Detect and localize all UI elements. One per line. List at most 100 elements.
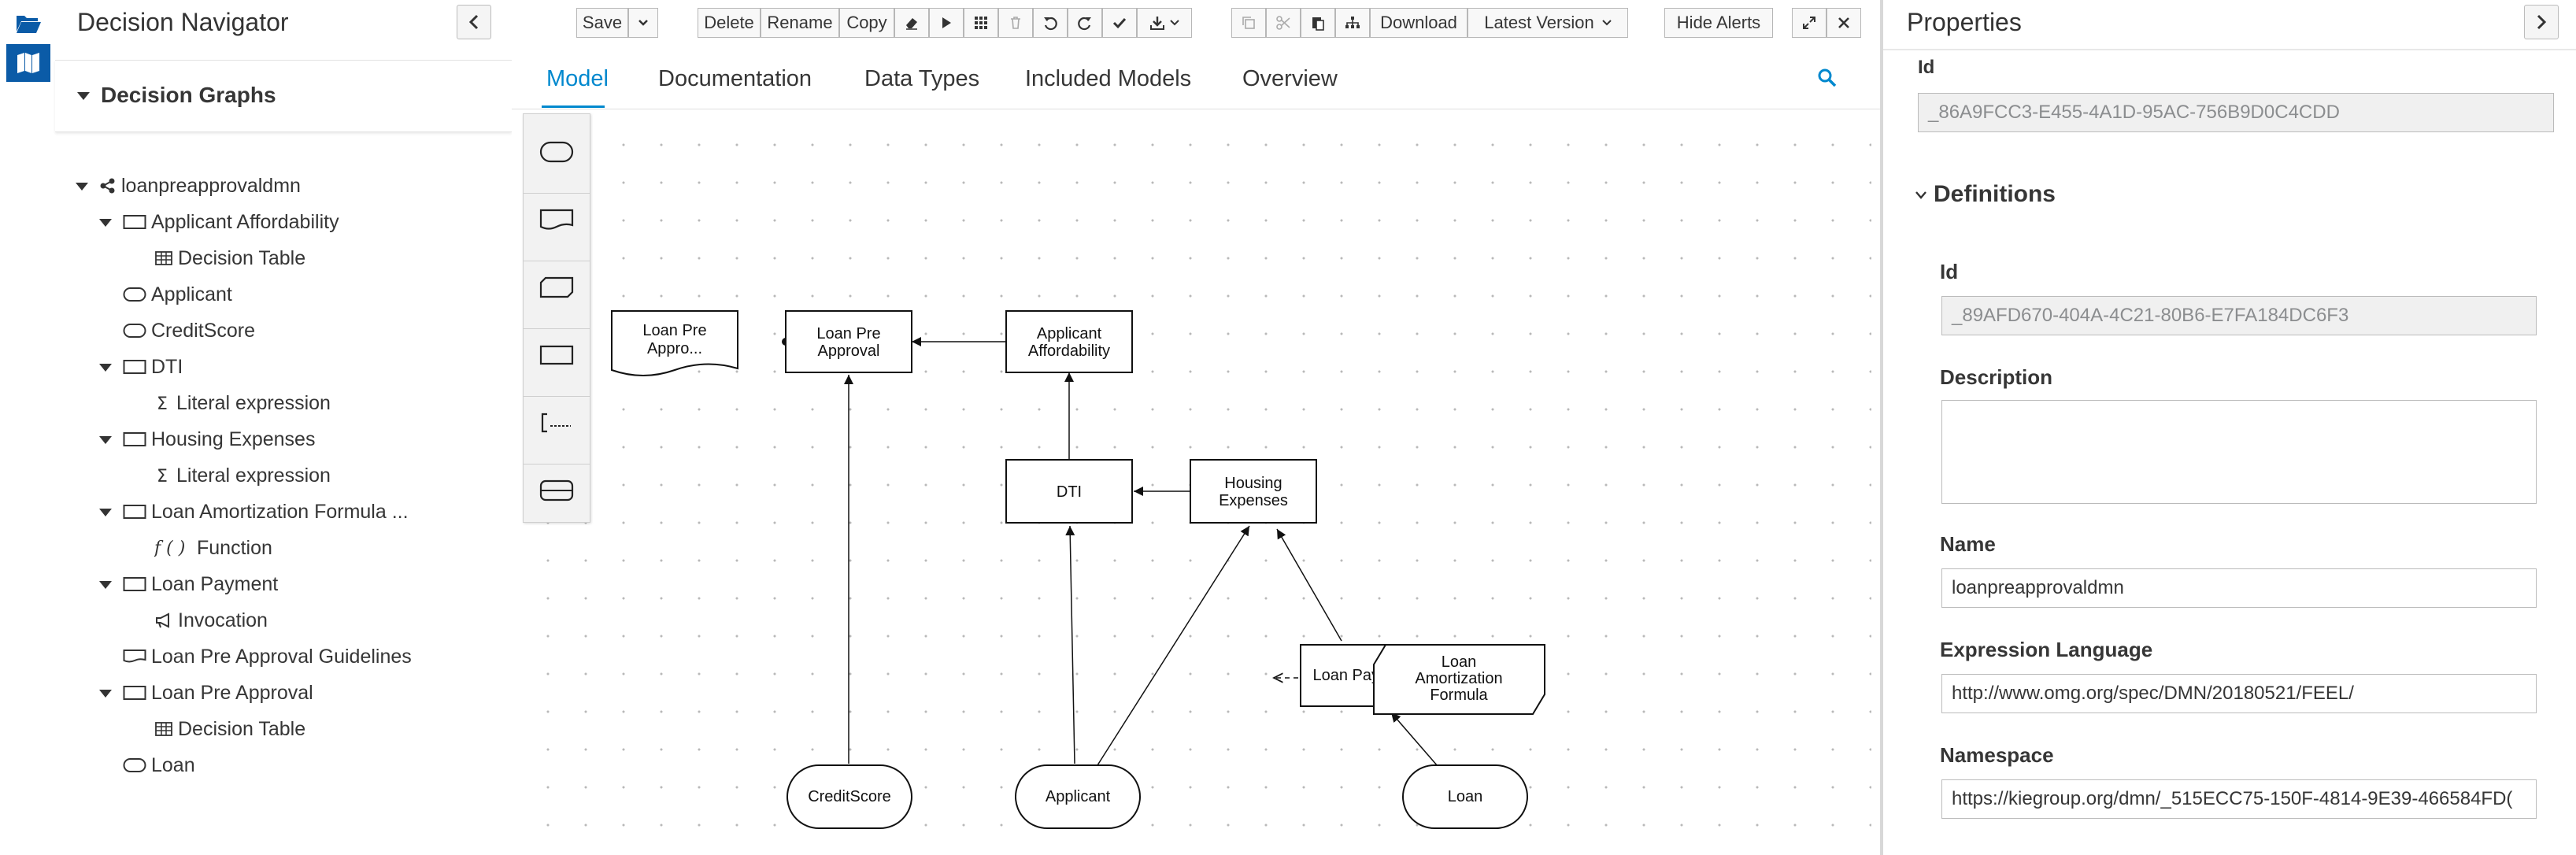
tab-included-models[interactable]: Included Models [1025, 66, 1192, 91]
tree-item-label: CreditScore [151, 319, 255, 342]
knowledge-source-shape-icon [539, 209, 574, 230]
tree-item-label: Housing Expenses [151, 428, 316, 450]
decision-icon [123, 504, 146, 520]
copy-button[interactable]: Copy [839, 8, 894, 38]
undo-button[interactable] [1033, 8, 1068, 38]
palette-text-annotation[interactable] [530, 396, 583, 450]
search-icon[interactable] [1817, 68, 1838, 92]
top-id-field[interactable]: _86A9FCC3-E455-4A1D-95AC-756B9D0C4CDD [1918, 93, 2554, 132]
decision-node-loan-pre-approval[interactable]: Loan Pre Approval [785, 310, 912, 373]
input-data-node-loan[interactable]: Loan [1402, 764, 1528, 829]
tree-item-label: Loan [151, 753, 195, 776]
tree-item[interactable]: Decision Table [154, 713, 305, 745]
rename-button[interactable]: Rename [761, 8, 839, 38]
close-editor-button[interactable] [1827, 8, 1861, 38]
hide-alerts-button[interactable]: Hide Alerts [1664, 8, 1773, 38]
play-icon [942, 17, 951, 28]
download-icon [1150, 17, 1164, 30]
download-button[interactable]: Download [1370, 8, 1468, 38]
text-annotation-shape-icon [541, 413, 571, 433]
tab-documentation[interactable]: Documentation [658, 66, 812, 91]
caret-down-icon[interactable] [99, 509, 112, 516]
decision-graphs-header[interactable]: Decision Graphs [55, 60, 512, 132]
delete-button[interactable]: Delete [698, 8, 761, 38]
palette-decision[interactable] [530, 328, 583, 382]
tree-item[interactable]: Decision Table [154, 242, 305, 274]
palette-knowledge-source[interactable] [530, 193, 583, 246]
caret-down-icon[interactable] [99, 581, 112, 589]
input-data-shape-icon [539, 141, 574, 163]
tree-item[interactable]: Loan Payment [123, 568, 278, 600]
id-field[interactable]: _89AFD670-404A-4C21-80B6-E7FA184DC6F3 [1941, 296, 2537, 335]
map-icon[interactable] [6, 44, 50, 82]
trash-button[interactable] [998, 8, 1033, 38]
expand-button[interactable] [1792, 8, 1827, 38]
export-dropdown-button[interactable] [1137, 8, 1192, 38]
tree-item[interactable]: Invocation [154, 605, 268, 636]
tab-data-types[interactable]: Data Types [864, 66, 980, 91]
play-button[interactable] [929, 8, 964, 38]
description-label: Description [1940, 365, 2053, 389]
open-folder-icon[interactable] [6, 5, 50, 43]
tree-item[interactable]: f ( )Function [154, 532, 272, 564]
svg-text:Σ: Σ [157, 394, 168, 412]
tab-model[interactable]: Model [546, 66, 609, 91]
caret-down-icon[interactable] [99, 364, 112, 372]
grid-button[interactable] [964, 8, 998, 38]
tab-overview[interactable]: Overview [1242, 66, 1338, 91]
palette-decision-service[interactable] [530, 464, 583, 517]
tree-item[interactable]: loanpreapprovaldmn [99, 170, 301, 202]
layout-button[interactable] [1335, 8, 1370, 38]
tree-item[interactable]: Housing Expenses [123, 424, 315, 455]
decision-node-dti[interactable]: DTI [1005, 459, 1133, 524]
save-button[interactable]: Save [576, 8, 628, 38]
namespace-label: Namespace [1940, 743, 2054, 767]
description-textarea[interactable] [1941, 400, 2537, 504]
eraser-button[interactable] [894, 8, 929, 38]
caret-down-icon[interactable] [99, 436, 112, 444]
latest-version-dropdown[interactable]: Latest Version [1468, 8, 1628, 38]
table-icon [154, 250, 173, 266]
decision-node-housing-expenses[interactable]: Housing Expenses [1190, 459, 1317, 524]
tree-item[interactable]: DTI [123, 351, 183, 383]
caret-down-icon[interactable] [99, 690, 112, 698]
knowledge-source-node[interactable]: Loan Pre Appro... [611, 310, 738, 376]
tree-item[interactable]: Loan Pre Approval [123, 677, 313, 709]
validate-button[interactable] [1102, 8, 1137, 38]
collapse-properties-button[interactable] [2524, 5, 2559, 39]
cut-button[interactable] [1266, 8, 1301, 38]
expression-language-field[interactable]: http://www.omg.org/spec/DMN/20180521/FEE… [1941, 674, 2537, 713]
definitions-section-header[interactable]: Definitions [1915, 181, 2056, 208]
tree-item[interactable]: Loan Amortization Formula ... [123, 496, 409, 527]
redo-button[interactable] [1068, 8, 1102, 38]
input-data-node-credit-score[interactable]: CreditScore [786, 764, 912, 829]
caret-down-icon[interactable] [76, 183, 88, 191]
collapse-navigator-button[interactable] [457, 5, 491, 39]
node-label-line: CreditScore [808, 788, 891, 805]
copy-format-button[interactable] [1231, 8, 1266, 38]
tree-item[interactable]: Applicant [123, 279, 232, 310]
svg-text:f ( ): f ( ) [154, 539, 185, 557]
svg-text:Σ: Σ [157, 467, 168, 484]
chevron-down-icon [638, 20, 648, 26]
tree-item[interactable]: Loan [123, 750, 195, 781]
paste-button[interactable] [1301, 8, 1335, 38]
palette-input-data[interactable] [530, 125, 583, 179]
name-field[interactable]: loanpreapprovaldmn [1941, 568, 2537, 608]
palette-bkm[interactable] [530, 261, 583, 314]
decision-node-applicant-affordability[interactable]: Applicant Affordability [1005, 310, 1133, 373]
tree-item[interactable]: CreditScore [123, 315, 255, 346]
bkm-node-loan-amortization[interactable]: Loan Amortization Formula [1373, 644, 1545, 715]
save-dropdown-button[interactable] [628, 8, 658, 38]
tree-item[interactable]: Applicant Affordability [123, 206, 339, 238]
input-data-node-applicant[interactable]: Applicant [1015, 764, 1141, 829]
node-label-line: Applicant [1037, 325, 1102, 342]
latest-version-label: Latest Version [1484, 13, 1594, 32]
knowledge-source-icon [123, 649, 146, 664]
definitions-label: Definitions [1934, 181, 2056, 207]
namespace-field[interactable]: https://kiegroup.org/dmn/_515ECC75-150F-… [1941, 779, 2537, 819]
tree-item[interactable]: Loan Pre Approval Guidelines [123, 641, 412, 672]
caret-down-icon[interactable] [99, 219, 112, 227]
